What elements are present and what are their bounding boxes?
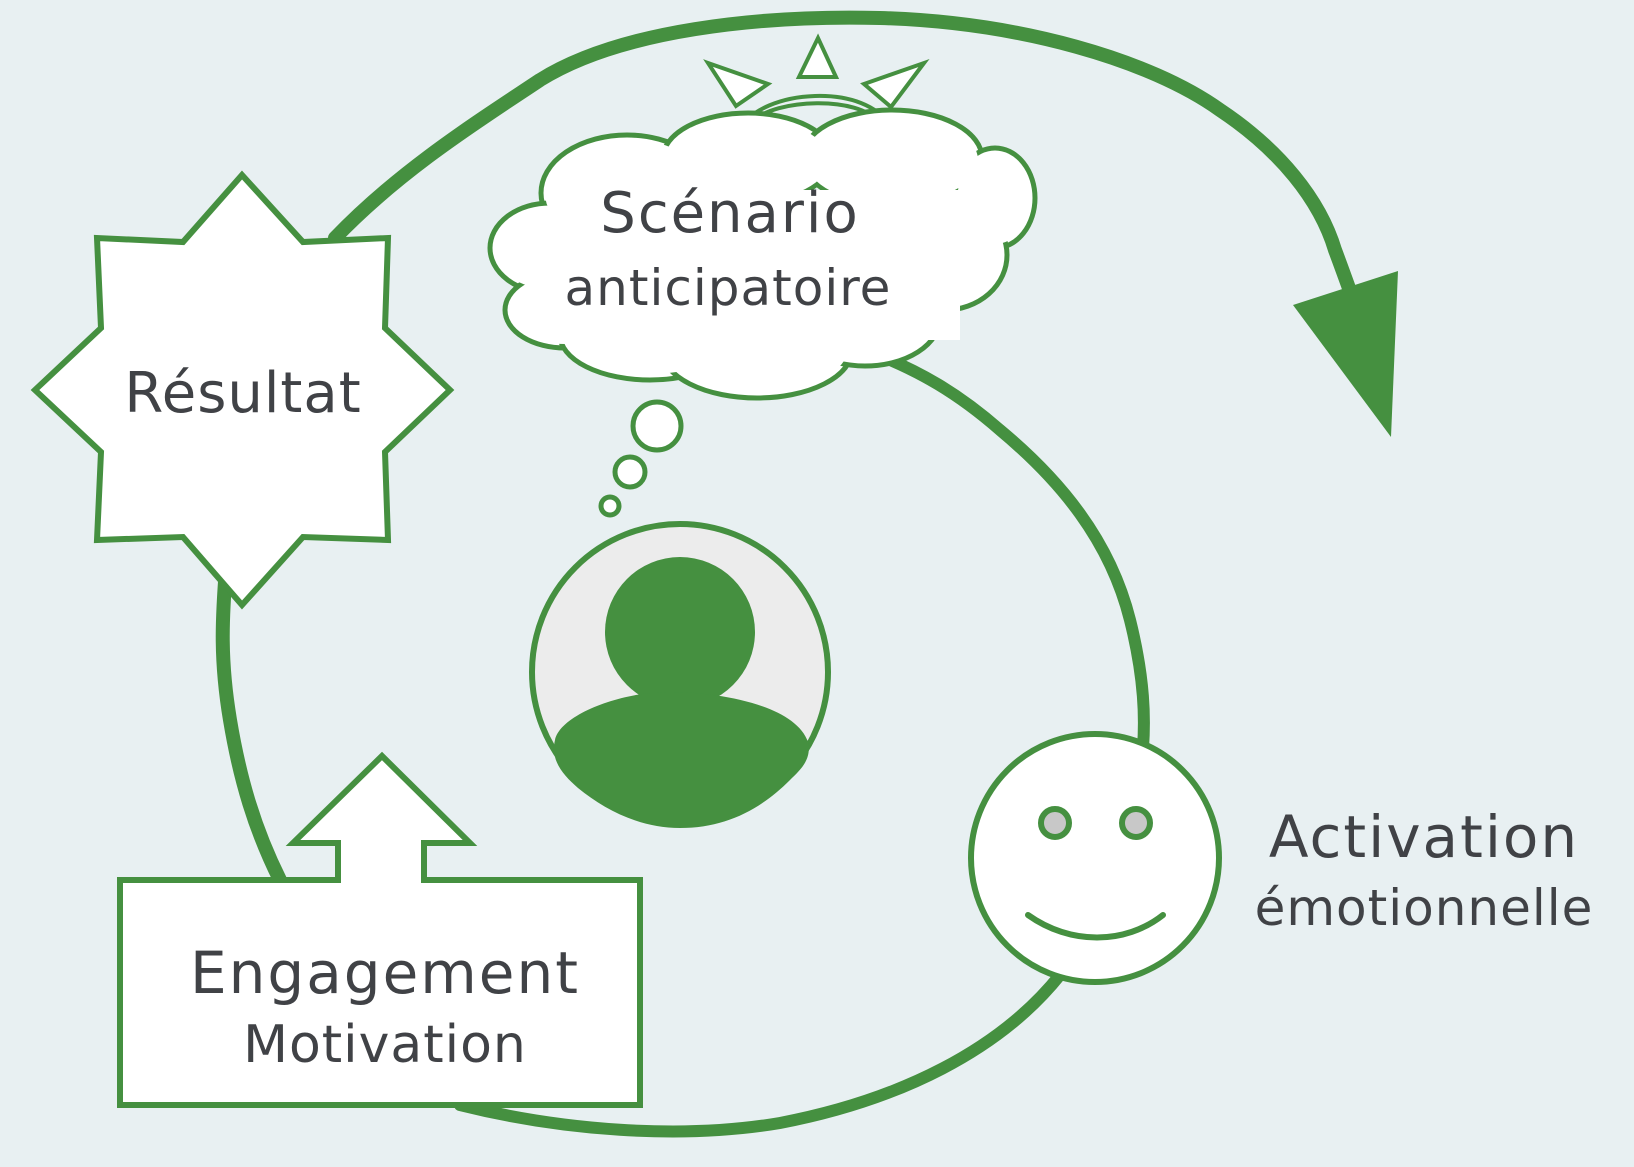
cycle-arrowhead-icon (1293, 271, 1398, 437)
engagement-label-line2: Motivation (243, 1015, 527, 1075)
resultat-label: Résultat (124, 361, 361, 426)
connector-activation-engagement (454, 969, 1066, 1138)
cycle-connectors (215, 10, 1375, 1138)
thought-bubbles (598, 399, 684, 518)
scenario-cloud-icon (487, 107, 1038, 518)
scenario-label-line2: anticipatoire (565, 259, 892, 317)
engagement-label-line1: Engagement (190, 939, 580, 1007)
activation-label-line1: Activation (1269, 803, 1579, 871)
person-avatar (529, 521, 831, 828)
resultat-star-icon (30, 170, 455, 610)
connector-engagement-resultat (215, 561, 287, 887)
engagement-up-arrow-icon (117, 751, 643, 1108)
activation-label-line2: émotionnelle (1255, 879, 1594, 937)
activation-smiley-icon (968, 731, 1222, 985)
connector-scenario-activation (859, 344, 1150, 754)
scenario-label-line1: Scénario (600, 181, 859, 246)
cycle-arrow-top-arc (328, 10, 1375, 347)
person-icon (605, 557, 755, 707)
